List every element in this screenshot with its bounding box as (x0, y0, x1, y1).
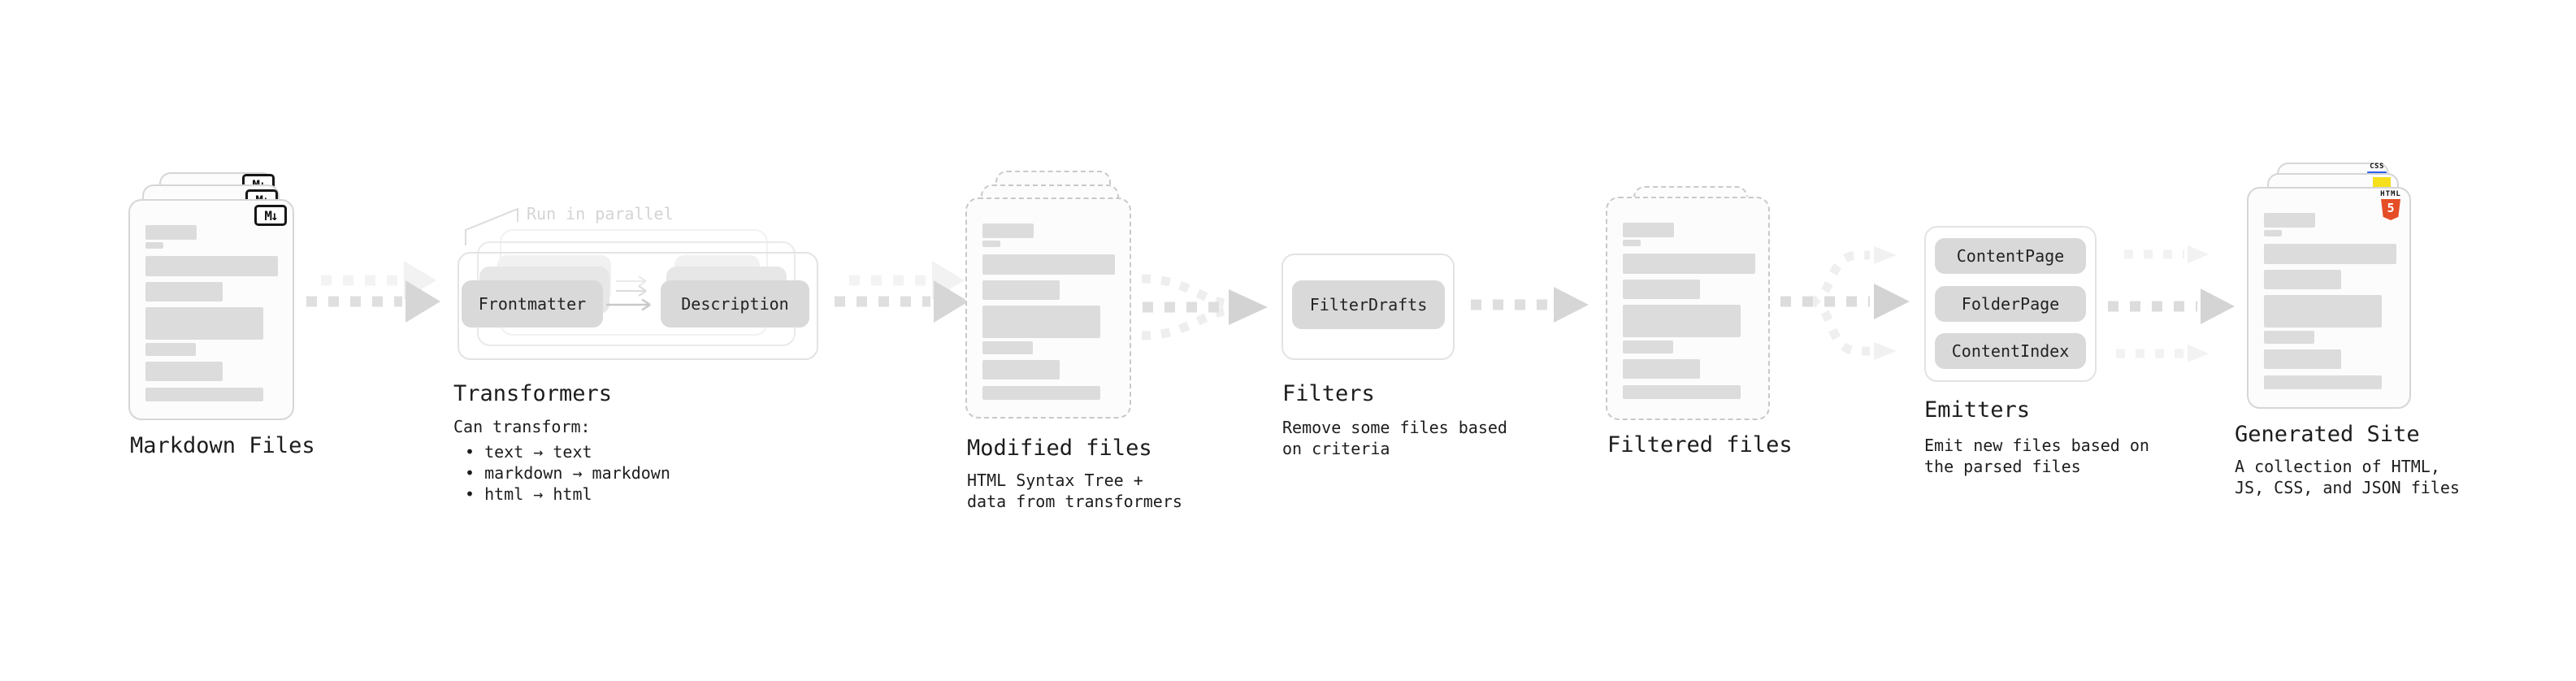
skeleton-bar (982, 360, 1060, 380)
modified-files-title: Modified files (967, 436, 1152, 461)
transformers-frame-front (458, 252, 818, 360)
transform-bullet: • markdown → markdown (465, 463, 670, 483)
run-in-parallel-connector (465, 207, 518, 245)
skeleton-bar (982, 280, 1060, 300)
skeleton-bar (982, 241, 1000, 247)
skeleton-bar (145, 256, 278, 276)
doc-skeleton-lines (145, 225, 278, 401)
generated-site-description: A collection of HTML, JS, CSS, and JSON … (2235, 457, 2460, 497)
skeleton-bar (982, 223, 1034, 238)
markdown-icon: M↓ (254, 205, 287, 226)
transform-step-arrows (606, 275, 651, 311)
filtered-doc-front (1606, 197, 1770, 420)
doc-skeleton-lines (2264, 213, 2396, 389)
emitters-frame (1924, 226, 2097, 382)
folderpage-chip: FolderPage (1935, 286, 2086, 322)
emitters-title: Emitters (1924, 397, 2031, 423)
filterdrafts-chip: FilterDrafts (1292, 280, 1445, 329)
generated-doc-front (2247, 187, 2411, 409)
emitters-description: Emit new files based on the parsed files (1924, 436, 2149, 476)
skeleton-bar (1623, 240, 1641, 246)
skeleton-bar (1623, 254, 1755, 274)
modified-files-description: HTML Syntax Tree + data from transformer… (967, 471, 1182, 511)
skeleton-bar (982, 341, 1033, 354)
filters-frame (1281, 254, 1455, 360)
skeleton-bar (2264, 331, 2314, 344)
skeleton-bar (982, 254, 1115, 275)
skeleton-bar (145, 225, 197, 240)
arrow-transformers-to-modified (835, 261, 969, 323)
filtered-files-title: Filtered files (1607, 432, 1793, 458)
markdown-doc-front (128, 199, 294, 420)
skeleton-bar (145, 282, 223, 301)
js-file-icon (2373, 177, 2391, 187)
description-chip: Description (661, 280, 809, 327)
skeleton-bar (145, 362, 223, 381)
arrow-filters-to-filtered (1471, 287, 1589, 323)
contentindex-chip: ContentIndex (1935, 333, 2086, 369)
skeleton-bar (2264, 375, 2382, 389)
doc-skeleton-lines (982, 223, 1115, 400)
skeleton-bar (1623, 280, 1700, 299)
filters-title: Filters (1282, 381, 1375, 406)
html5-shield: 5 (2381, 199, 2400, 220)
skeleton-bar (2264, 230, 2282, 236)
skeleton-bar (1623, 340, 1673, 354)
frontmatter-chip: Frontmatter (462, 280, 603, 327)
skeleton-bar (2264, 270, 2341, 289)
html5-file-icon: HTML 5 (2380, 190, 2401, 220)
transformers-intro: Can transform: (453, 417, 591, 436)
skeleton-bar (145, 242, 163, 249)
filters-description: Remove some files based on criteria (1282, 418, 1507, 458)
modified-doc-front (965, 197, 1131, 419)
skeleton-bar (145, 343, 196, 356)
contentpage-chip: ContentPage (1935, 238, 2086, 274)
skeleton-bar (145, 307, 263, 340)
skeleton-bar (2264, 244, 2396, 264)
skeleton-bar (982, 386, 1100, 400)
skeleton-bar (2264, 213, 2315, 228)
skeleton-bar (145, 388, 263, 401)
skeleton-bar (2264, 295, 2382, 327)
markdown-files-title: Markdown Files (130, 433, 315, 458)
arrow-filtered-to-emitters-fanout (1780, 246, 1910, 360)
doc-skeleton-lines (1623, 223, 1755, 399)
transformers-description: Can transform: • text → text • markdown … (453, 416, 670, 505)
skeleton-bar (1623, 385, 1741, 399)
run-in-parallel-note: Run in parallel (527, 204, 674, 223)
arrow-emitters-to-generated (2108, 245, 2235, 362)
transformers-title: Transformers (453, 381, 613, 406)
skeleton-bar (1623, 359, 1700, 379)
arrow-markdown-to-transformers (306, 261, 440, 323)
skeleton-bar (2264, 349, 2341, 369)
transform-bullet: • html → html (465, 484, 592, 504)
skeleton-bar (1623, 223, 1674, 237)
arrow-modified-to-filters-merge (1141, 274, 1268, 340)
generated-site-title: Generated Site (2235, 422, 2420, 447)
transform-bullet: • text → text (465, 442, 592, 462)
skeleton-bar (1623, 305, 1741, 337)
skeleton-bar (982, 306, 1100, 338)
